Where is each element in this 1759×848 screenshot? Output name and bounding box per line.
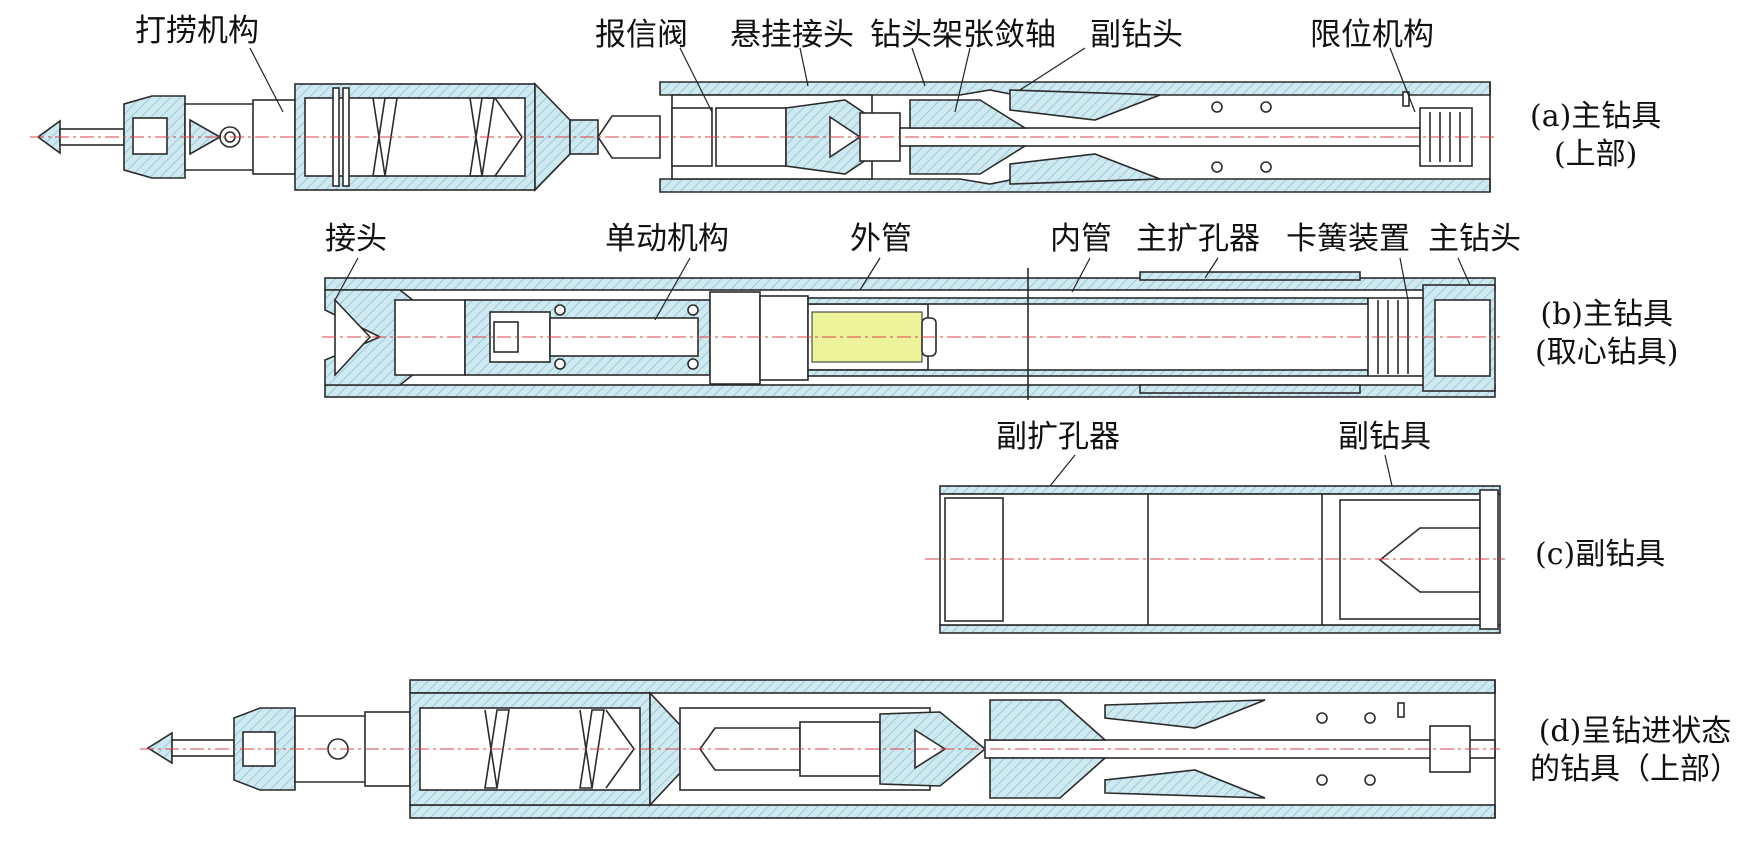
label-limit-mechanism: 限位机构 xyxy=(1310,17,1434,53)
label-hanging-joint: 悬挂接头 xyxy=(730,17,854,53)
caption-b-line1: (b)主钻具 xyxy=(1540,297,1674,332)
caption-d-line1: (d)呈钻进状态 xyxy=(1538,714,1732,749)
label-fishing-mechanism: 打捞机构 xyxy=(135,13,259,49)
label-secondary-drill: 副钻具 xyxy=(1338,419,1431,455)
secondary-bit-wing-top xyxy=(1009,89,1161,121)
caption-b-line2: (取心钻具) xyxy=(1535,334,1679,370)
caption-c: (c)副钻具 xyxy=(1535,536,1665,574)
caption-a: (a)主钻具 (上部) xyxy=(1530,98,1661,173)
secondary-reamer xyxy=(939,485,1501,495)
label-swivel-mechanism: 单动机构 xyxy=(605,221,729,257)
spring-left xyxy=(372,97,398,177)
caption-a-line1: (a)主钻具 xyxy=(1530,99,1662,134)
label-secondary-reamer: 副扩孔器 xyxy=(996,419,1120,455)
outer-housing-d xyxy=(409,679,1496,694)
label-main-bit: 主钻头 xyxy=(1428,221,1521,257)
caption-d-line2: 的钻具（上部） xyxy=(1530,751,1740,787)
label-main-reamer: 主扩孔器 xyxy=(1136,221,1260,257)
leader-lines xyxy=(249,47,1471,487)
drill-b xyxy=(322,268,1500,400)
label-outer-tube: 外管 xyxy=(850,221,912,257)
label-signal-valve: 报信阀 xyxy=(595,17,688,53)
label-bit-frame: 钻头架 xyxy=(870,17,963,53)
main-reamer xyxy=(1139,271,1361,281)
outer-tube xyxy=(324,277,1496,291)
caption-b: (b)主钻具 (取心钻具) xyxy=(1535,296,1678,371)
caption-d: (d)呈钻进状态 的钻具（上部） xyxy=(1530,713,1740,788)
drill-d xyxy=(140,679,1500,819)
label-secondary-bit: 副钻头 xyxy=(1090,17,1183,53)
label-adapter: 接头 xyxy=(325,221,387,257)
drill-c xyxy=(925,485,1505,634)
inner-tube xyxy=(807,297,1369,305)
drill-a xyxy=(30,81,1495,193)
hex-connector xyxy=(709,291,761,385)
label-expanding-shaft: 张敛轴 xyxy=(963,17,1056,53)
caption-c-line1: (c)副钻具 xyxy=(1535,537,1666,572)
caption-a-line2: (上部) xyxy=(1553,136,1638,172)
label-core-lifter: 卡簧装置 xyxy=(1286,221,1410,257)
label-inner-tube: 内管 xyxy=(1050,221,1112,257)
